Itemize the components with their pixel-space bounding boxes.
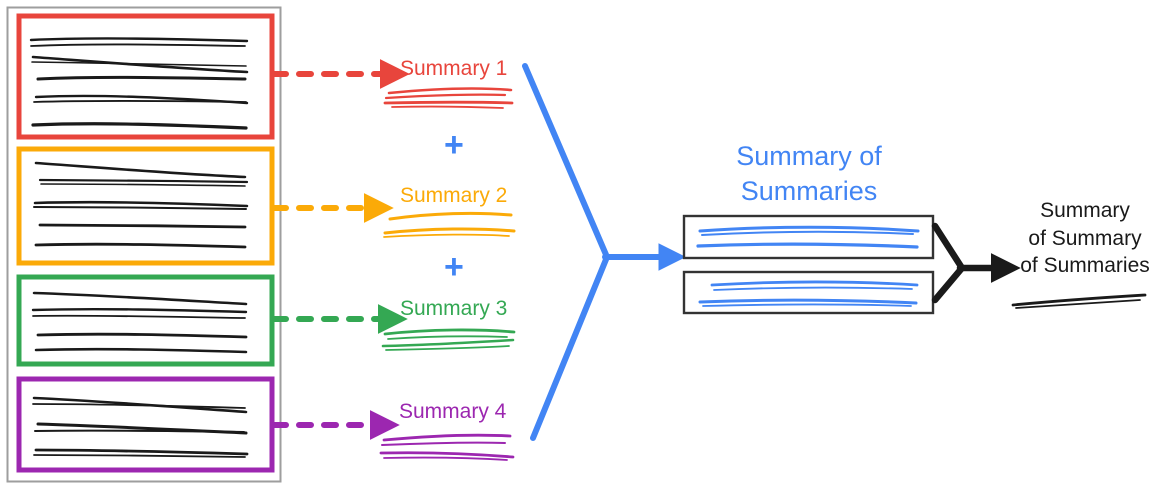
- sos-box-2: [682, 270, 935, 315]
- sos-title-line-2: Summaries: [740, 175, 878, 206]
- final-title-line-1: Summary: [1040, 199, 1130, 222]
- summary-2-label: Summary 2: [400, 184, 508, 207]
- chunk-3-text-lines: [31, 291, 248, 354]
- sos-box-1-lines: [696, 225, 920, 249]
- chunk-4-text-lines: [32, 396, 249, 458]
- black-merge-funnel-upper: [931, 222, 966, 272]
- black-merge-funnel-lower: [931, 264, 966, 304]
- summary-of-summaries-title: Summary of Summaries: [703, 139, 915, 208]
- final-title-line-3: of Summaries: [1020, 254, 1150, 278]
- final-output-lines: [1011, 293, 1147, 309]
- summary-3-label: Summary 3: [400, 297, 508, 320]
- summary-4-lines: [379, 433, 515, 461]
- sos-box-1: [682, 214, 935, 260]
- summary-1-lines: [383, 87, 514, 109]
- plus-operator-2: +: [444, 248, 464, 286]
- blue-merge-funnel-lower: [530, 254, 610, 441]
- summary-1-label: Summary 1: [400, 57, 508, 80]
- chunk-1-text-lines: [29, 37, 249, 130]
- final-output-title: Summary of Summary of Summaries: [1005, 197, 1165, 280]
- plus-operator-1: +: [444, 126, 464, 164]
- chunk-box-1: [16, 13, 275, 140]
- final-title-line-2: of Summary: [1028, 226, 1142, 250]
- summary-2-lines: [383, 211, 516, 238]
- chunk-2-text-lines: [33, 161, 249, 249]
- sos-title-line-1: Summary of: [736, 141, 882, 171]
- sos-box-2-lines: [698, 280, 919, 307]
- summary-3-lines: [381, 328, 516, 351]
- summary-4-label: Summary 4: [399, 400, 507, 423]
- blue-merge-funnel: [522, 63, 610, 260]
